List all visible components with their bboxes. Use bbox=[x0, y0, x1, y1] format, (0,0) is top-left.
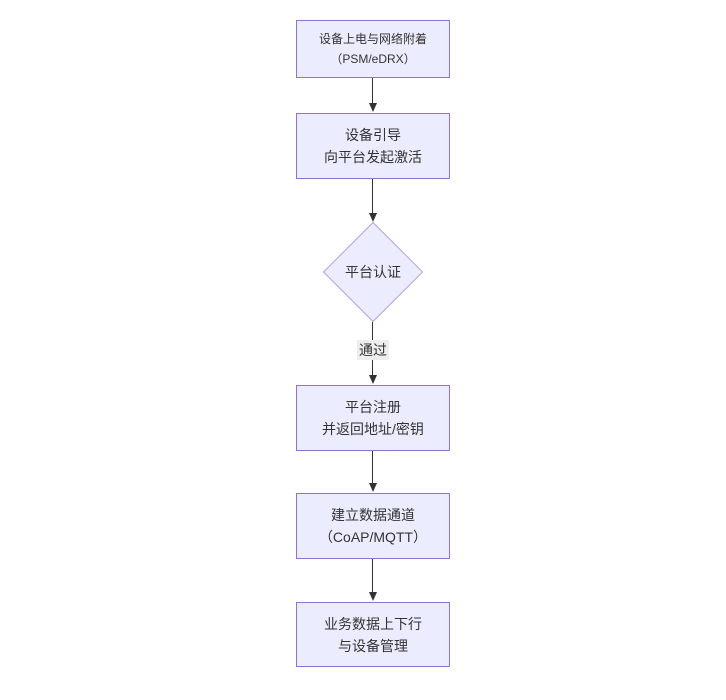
arrow-shaft bbox=[372, 179, 373, 213]
arrow-shaft bbox=[372, 78, 373, 103]
node-register: 平台注册 并返回地址/密钥 bbox=[296, 385, 450, 451]
arrowhead-down-icon bbox=[368, 375, 377, 384]
node-label-line: 平台认证 bbox=[345, 264, 401, 280]
arrow-power-to-bootstrap bbox=[368, 78, 377, 112]
node-label-line: （PSM/eDRX） bbox=[330, 52, 416, 66]
node-data-channel: 建立数据通道 （CoAP/MQTT） bbox=[296, 493, 450, 559]
node-platform-auth: 平台认证 bbox=[321, 221, 425, 323]
edge-label-pass: 通过 bbox=[357, 340, 389, 360]
arrow-channel-to-business bbox=[368, 559, 377, 601]
node-label-line: 设备上电与网络附着 bbox=[318, 32, 427, 46]
arrow-shaft bbox=[372, 451, 373, 483]
node-bootstrap: 设备引导 向平台发起激活 bbox=[296, 113, 450, 179]
node-label-line: 向平台发起激活 bbox=[324, 149, 422, 165]
node-label-line: 建立数据通道 bbox=[331, 507, 415, 523]
arrow-shaft bbox=[372, 559, 373, 592]
arrowhead-down-icon bbox=[368, 483, 377, 492]
node-label-line: 设备引导 bbox=[345, 127, 401, 143]
node-label-line: 平台注册 bbox=[345, 399, 401, 415]
node-business: 业务数据上下行 与设备管理 bbox=[296, 602, 450, 667]
arrowhead-down-icon bbox=[368, 103, 377, 112]
node-label-line: 并返回地址/密钥 bbox=[322, 421, 424, 437]
node-label-line: 与设备管理 bbox=[338, 637, 408, 654]
node-label-line: （CoAP/MQTT） bbox=[318, 529, 428, 545]
node-power-attach: 设备上电与网络附着 （PSM/eDRX） bbox=[296, 20, 450, 78]
arrow-register-to-channel bbox=[368, 451, 377, 492]
arrow-bootstrap-to-auth bbox=[368, 179, 377, 222]
arrowhead-down-icon bbox=[368, 592, 377, 601]
node-label-line: 业务数据上下行 bbox=[324, 615, 422, 632]
arrowhead-down-icon bbox=[368, 213, 377, 222]
